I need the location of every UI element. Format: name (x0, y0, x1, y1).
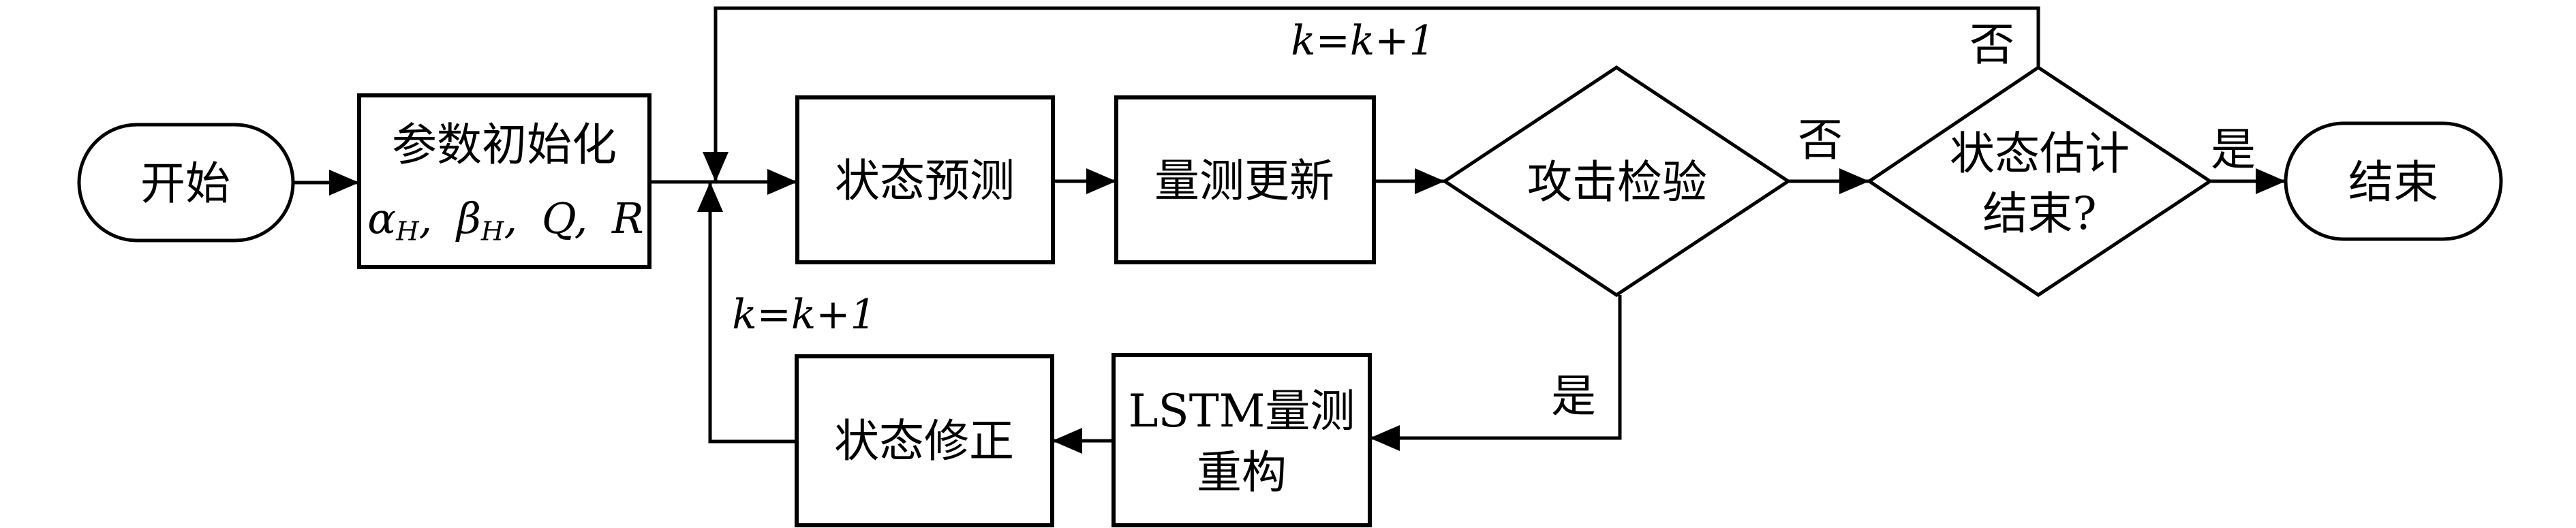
estimate-done-line1: 状态估计 (1950, 127, 2130, 180)
attack-no-label: 否 (1798, 114, 1843, 166)
k-update-left-label: k=k+1 (732, 291, 876, 339)
formula-beta-sub: H (480, 216, 504, 247)
formula-comma1: , (418, 193, 457, 243)
formula-comma3: , (574, 193, 613, 243)
param-init-title: 参数初始化 (392, 119, 617, 171)
arrow-correct-to-junction (697, 182, 797, 444)
end-label: 结束 (2348, 156, 2438, 208)
state-predict-label: 状态预测 (835, 155, 1015, 207)
estimate-done-diamond-shape (1866, 65, 2213, 298)
formula-alpha: α (367, 193, 397, 243)
measurement-update-label: 量测更新 (1154, 155, 1334, 207)
done-yes-label: 是 (2211, 123, 2256, 176)
state-correct-label: 状态修正 (834, 415, 1014, 467)
formula-alpha-sub: H (396, 216, 419, 247)
attack-yes-label: 是 (1551, 370, 1596, 422)
arrow-loop-top-to-junction (703, 6, 2040, 182)
attack-check-label: 攻击检验 (1527, 156, 1707, 208)
estimate-done-line2: 结束? (1982, 187, 2097, 240)
lstm-reconstruct-box-shape (1111, 353, 1372, 527)
param-init-formula: αH, βH, Q, R (367, 197, 643, 247)
formula-r: R (612, 193, 644, 243)
formula-q: Q (541, 193, 574, 243)
formula-comma2: , (504, 193, 542, 243)
lstm-reconstruct-line2: 重构 (1197, 446, 1287, 499)
formula-beta: β (457, 193, 481, 243)
lstm-reconstruct-line1: LSTM量测 (1128, 385, 1355, 437)
start-label: 开始 (140, 157, 230, 210)
done-no-label: 否 (1969, 18, 2014, 71)
arrow-attack-check-to-lstm (1370, 295, 1622, 451)
k-update-top-label: k=k+1 (1291, 17, 1435, 65)
